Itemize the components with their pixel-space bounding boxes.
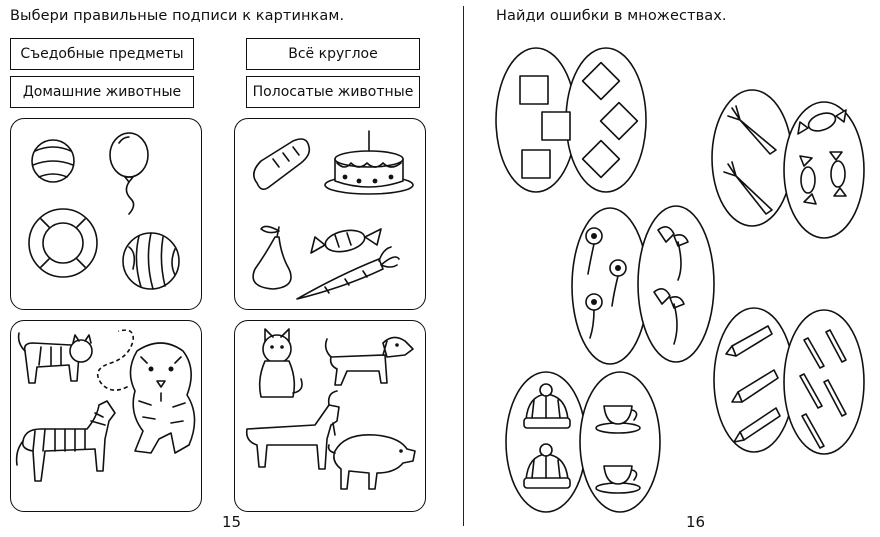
square-icon [519,75,549,105]
candy-icon [799,155,817,205]
panel-edible-items[interactable] [234,118,426,310]
pen-icon [825,329,847,363]
cake-icon [324,130,414,195]
panel-striped-animals[interactable] [10,320,202,512]
watermelon-icon [122,232,180,290]
sets-drawing [495,47,865,513]
set-hats-cups[interactable] [505,371,661,513]
dog-icon [324,336,414,386]
candy-icon [310,228,382,254]
square-icon [521,149,551,179]
candy-icon [797,109,847,135]
tiger-icon [129,342,196,454]
set-food[interactable] [711,89,865,239]
pen-icon [799,373,823,409]
carrot-icon [296,246,400,300]
page-divider [463,6,465,526]
balloon-icon [109,132,149,215]
panel-domestic-animals[interactable] [234,320,426,512]
bellflower-icon [657,226,689,281]
daisy-icon [609,259,627,307]
pencil-icon [733,407,781,443]
set-shapes[interactable] [495,47,647,193]
winter-hat-icon [523,443,571,489]
label-edible[interactable]: Съедобные предметы [10,38,194,70]
daisy-icon [585,227,603,275]
ball-icon [31,139,75,183]
zebra-icon [15,400,116,482]
panel-domestic-drawing [245,328,416,490]
panel-round-drawing [28,132,180,290]
pencil-icon [725,325,773,357]
carrot-icon [727,105,777,155]
lifebuoy-icon [28,208,98,278]
teacup-icon [595,465,641,494]
label-round[interactable]: Всё круглое [246,38,420,70]
set-flowers[interactable] [571,205,715,365]
cat-icon [258,328,303,398]
carrot-icon [723,161,773,215]
left-instruction: Выбери правильные подписи к картинкам. [10,8,345,24]
panel-edible-drawing [252,130,414,300]
snake-icon [96,328,135,392]
panel-striped-drawing [15,328,196,482]
set-writing[interactable] [713,307,865,455]
pig-icon [327,434,416,490]
diamond-icon [581,139,621,179]
candy-icon [829,151,847,197]
right-page-number: 16 [686,513,706,531]
pen-icon [801,413,825,449]
pear-icon [252,225,292,290]
daisy-icon [585,293,603,339]
pencil-icon [731,369,779,403]
goat-icon [245,390,340,470]
label-pets[interactable]: Домашние животные [10,76,194,108]
label-striped[interactable]: Полосатые животные [246,76,420,108]
square-icon [541,111,571,141]
bread-icon [253,138,311,191]
panel-round-items[interactable] [10,118,202,310]
winter-hat-icon [523,383,571,429]
cat-icon [17,332,93,384]
pen-icon [823,379,847,417]
diamond-icon [599,101,639,141]
left-page-number: 15 [222,513,242,531]
right-instruction: Найди ошибки в множествах. [496,8,727,24]
diamond-icon [581,61,621,101]
teacup-icon [595,405,641,434]
pen-icon [803,337,825,369]
bellflower-icon [653,288,685,345]
